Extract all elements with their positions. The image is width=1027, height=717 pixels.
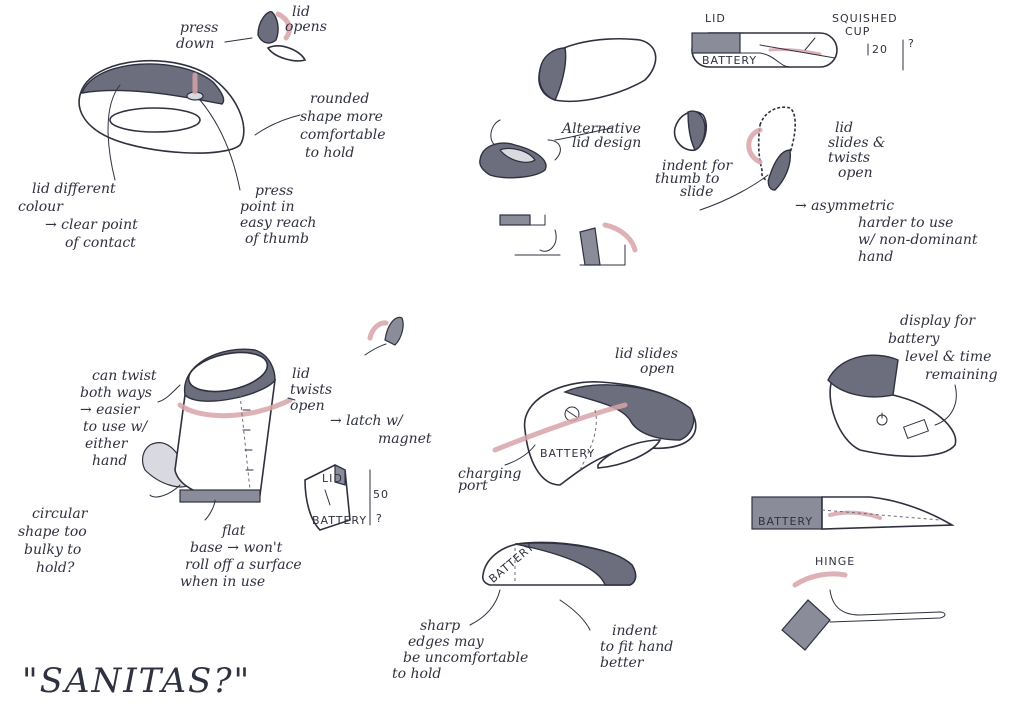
label-battery-top: BATTERY: [702, 54, 757, 67]
label-battery-mid: BATTERY: [540, 447, 595, 460]
label-rounded-shape: rounded shape more comfortable to hold: [300, 91, 390, 161]
cross-section-bottom: [751, 496, 955, 530]
alternative-lid-sketch: [479, 119, 613, 179]
label-lid-slides-twists: lid slides & twists open: [828, 120, 890, 181]
label-sharp-edges: sharp edges may be uncomfortable to hold: [392, 618, 533, 682]
wedge-concept: [538, 37, 657, 103]
slide-twist-lid-sketch: [673, 106, 796, 211]
label-dim-q-bottom: ?: [376, 512, 383, 525]
sketch-title: "SANITAS?": [22, 661, 251, 701]
label-squished-cup: SQUISHED CUP: [832, 12, 902, 38]
label-lid-small: LID: [322, 472, 343, 485]
label-hinge: HINGE: [815, 555, 855, 568]
display-concept: [827, 354, 957, 458]
label-circular-shape: circular shape too bulky to hold?: [18, 506, 92, 576]
label-alt-lid: Alternative lid design: [560, 121, 645, 151]
cylinder-concept: [141, 348, 296, 521]
label-latch-magnet: → latch w/ magnet: [330, 413, 432, 447]
hinge-concept: [781, 571, 946, 651]
label-asymmetric: → asymmetric harder to use w/ non-domina…: [795, 198, 982, 265]
label-press-down: press down: [176, 20, 223, 52]
lid-open-detail: [257, 11, 307, 62]
label-can-twist: can twist both ways → easier to use w/ e…: [80, 368, 161, 469]
label-dim-q-top: ?: [908, 37, 915, 50]
label-battery-small: BATTERY: [312, 514, 367, 527]
label-lid-slides-open: lid slides open: [615, 346, 682, 377]
cross-section-top: [691, 32, 904, 71]
label-dim-20: 20: [872, 43, 888, 56]
label-lid-top: LID: [705, 12, 726, 25]
side-profile-concept: [469, 541, 637, 631]
hinge-motion-sketch: [499, 214, 638, 266]
slide-open-concept: [492, 381, 697, 486]
lid-magnet-detail: [364, 316, 404, 356]
pebble-concept: [78, 37, 301, 191]
label-dim-50: 50: [373, 488, 389, 501]
cylinder-cross-section: [304, 464, 371, 531]
label-indent-thumb: indent for thumb to slide: [655, 158, 737, 200]
label-display: display for battery level & time remaini…: [888, 313, 998, 383]
label-charging-port: charging port: [458, 466, 526, 494]
label-indent-hand: indent to fit hand better: [600, 623, 678, 671]
label-lid-twists-open: lid twists open: [290, 366, 337, 414]
label-battery-right: BATTERY: [758, 515, 813, 528]
label-flat-base: flat base → won't roll off a surface whe…: [180, 523, 306, 590]
label-lid-opens: lid opens: [285, 4, 327, 35]
label-press-point: press point in easy reach of thumb: [240, 183, 321, 247]
label-lid-different: lid different colour → clear point of co…: [18, 181, 142, 251]
